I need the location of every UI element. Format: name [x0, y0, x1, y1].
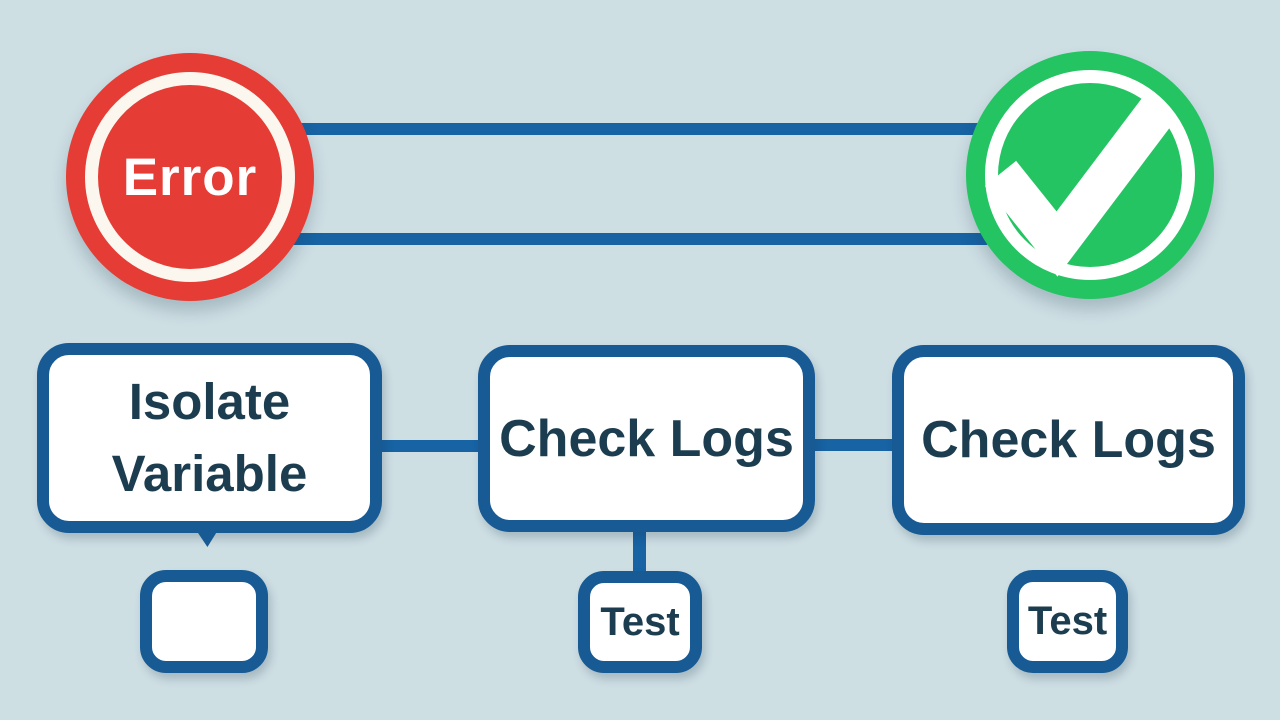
checkmark-icon: [984, 93, 1178, 277]
isolate-box-tail-stub: [196, 530, 218, 547]
success-node: [966, 51, 1214, 299]
test-right-node: Test: [1007, 570, 1128, 673]
test-right-label: Test: [1027, 599, 1108, 643]
error-node: Error: [66, 53, 314, 301]
error-label: Error: [122, 147, 258, 207]
edge-checklogs-to-checklogs: [808, 439, 900, 451]
empty-small-node: [140, 570, 268, 673]
check-logs-right-label: Check Logs: [921, 411, 1216, 469]
edge-error-to-success-lower: [292, 233, 988, 245]
edge-error-to-success-upper: [292, 123, 988, 135]
check-logs-left-node: Check Logs: [478, 345, 815, 532]
edge-checklogs-to-test: [633, 520, 646, 576]
isolate-variable-label: Isolate Variable: [111, 372, 308, 502]
edge-isolate-to-checklogs: [372, 440, 484, 452]
isolate-variable-node: Isolate Variable: [37, 343, 382, 533]
check-logs-left-label: Check Logs: [499, 409, 794, 468]
test-left-node: Test: [578, 571, 702, 673]
check-logs-right-node: Check Logs: [892, 345, 1245, 535]
test-left-label: Test: [600, 599, 680, 644]
